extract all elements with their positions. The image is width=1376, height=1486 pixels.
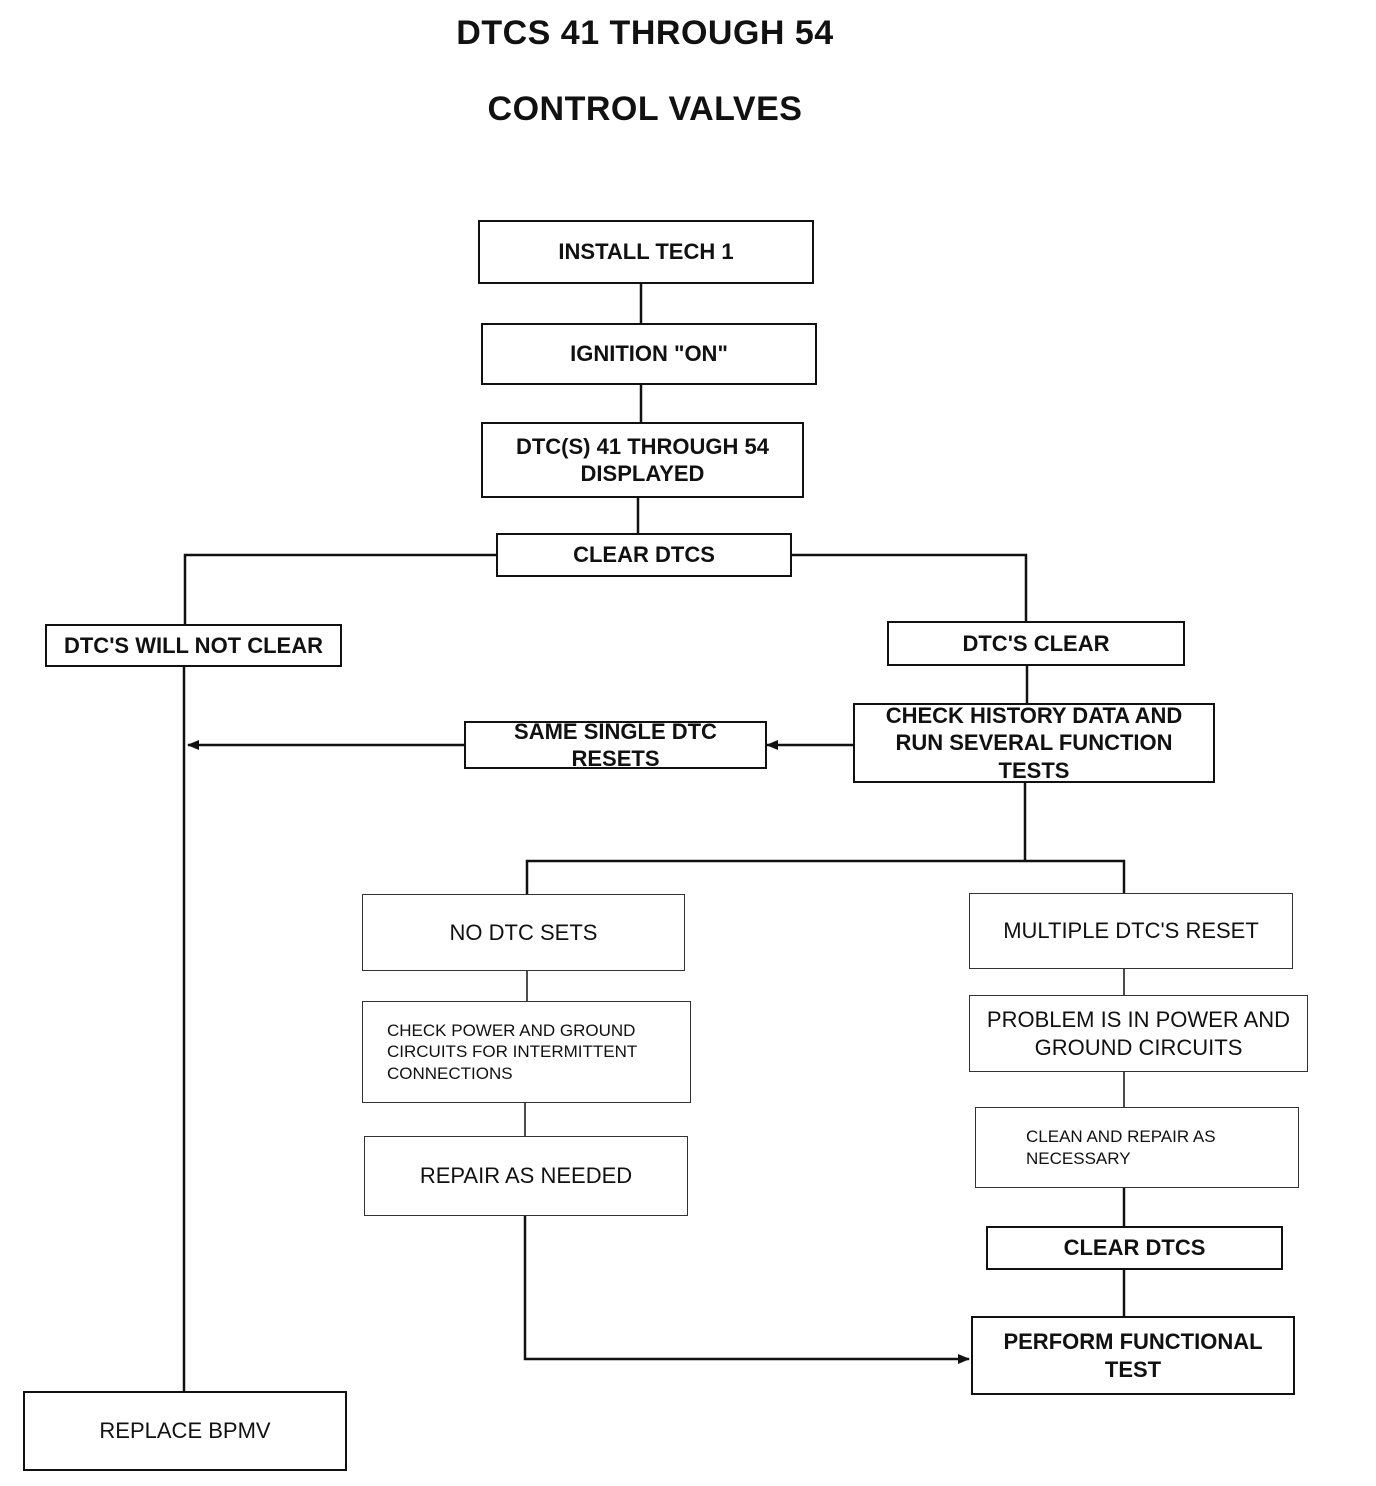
step-replace-bpmv: REPLACE BPMV <box>23 1391 347 1471</box>
step-multiple-dtcs-reset: MULTIPLE DTC'S RESET <box>969 893 1293 969</box>
step-dtcs-displayed: DTC(S) 41 THROUGH 54 DISPLAYED <box>481 422 804 498</box>
connector-clear-left <box>183 553 496 624</box>
step-dtcs-will-not-clear: DTC'S WILL NOT CLEAR <box>45 624 342 667</box>
step-clear-dtcs-2: CLEAR DTCS <box>986 1226 1283 1270</box>
step-perform-functional-test: PERFORM FUNCTIONAL TEST <box>971 1316 1295 1395</box>
step-no-dtc-sets: NO DTC SETS <box>362 894 685 971</box>
step-check-power-ground: CHECK POWER AND GROUND CIRCUITS FOR INTE… <box>362 1001 691 1103</box>
connector-repair-perform <box>523 1216 970 1364</box>
step-problem-power-ground: PROBLEM IS IN POWER AND GROUND CIRCUITS <box>969 995 1308 1072</box>
step-install-tech1: INSTALL TECH 1 <box>478 220 814 284</box>
step-ignition-on: IGNITION "ON" <box>481 323 817 385</box>
step-clean-and-repair: CLEAN AND REPAIR AS NECESSARY <box>975 1107 1299 1188</box>
diagram-title: DTCS 41 THROUGH 54 <box>456 14 834 52</box>
step-clear-dtcs-1: CLEAR DTCS <box>496 533 792 577</box>
step-check-history: CHECK HISTORY DATA AND RUN SEVERAL FUNCT… <box>853 703 1215 783</box>
step-same-single-dtc: SAME SINGLE DTC RESETS <box>464 719 767 771</box>
diagram-subtitle: CONTROL VALVES <box>487 90 803 128</box>
connector-clear-right <box>790 553 1028 621</box>
step-dtcs-clear: DTC'S CLEAR <box>887 621 1185 666</box>
step-repair-as-needed: REPAIR AS NEEDED <box>364 1136 688 1216</box>
connector-split-bar <box>525 859 1126 894</box>
